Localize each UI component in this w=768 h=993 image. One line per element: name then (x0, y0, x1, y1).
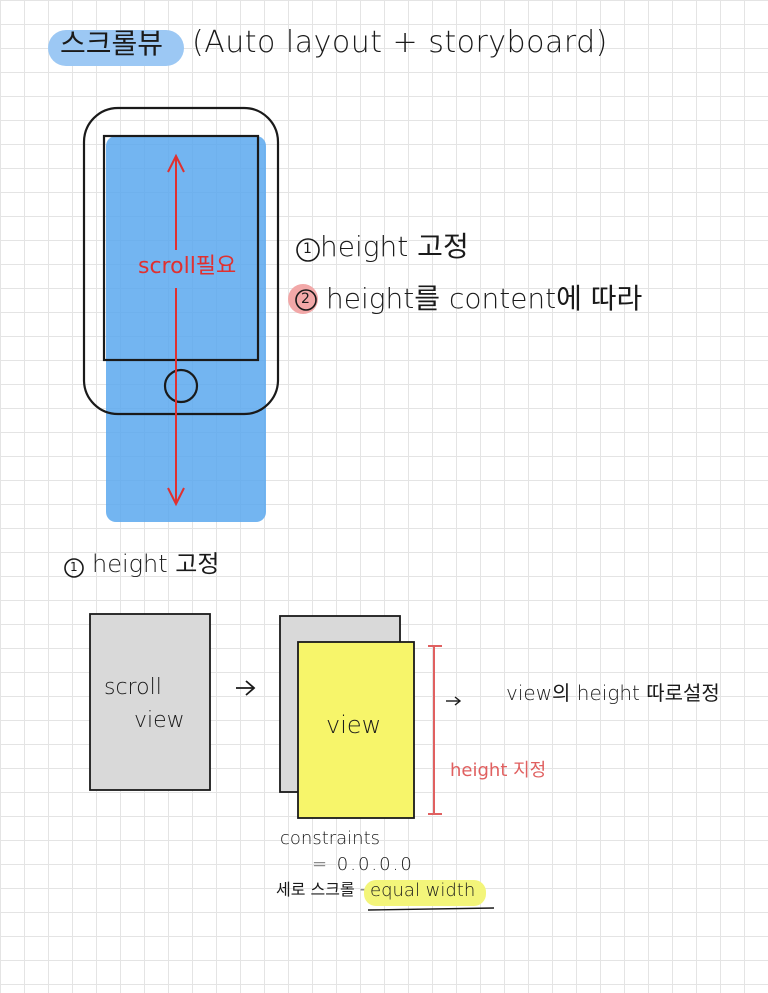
scroll-needed-label: scroll필요 (138, 254, 237, 279)
scroll-arrow (167, 153, 185, 507)
arrow-right-2 (446, 696, 462, 706)
scroll-view-box (89, 613, 211, 791)
phone-screen (102, 134, 260, 362)
arrow-right-1 (236, 680, 256, 696)
vertical-scroll-note: 세로 스크롤 → (276, 880, 374, 899)
scroll-view-label-line1: scroll (104, 675, 162, 700)
view-box (297, 641, 415, 819)
option-1-circle (296, 238, 320, 262)
equal-width-underline (367, 907, 495, 911)
height-bracket (428, 645, 442, 815)
view-height-setting-note: view의 height 따로설정 (506, 681, 720, 705)
content-area (106, 136, 266, 522)
option-2-circle (295, 289, 317, 311)
option-1-number: 1 (303, 241, 312, 257)
constraints-values: = 0.0.0.0 (312, 854, 414, 875)
section-number: 1 (70, 560, 78, 574)
view-label: view (326, 711, 382, 739)
page-title-korean: 스크롤뷰 (60, 27, 164, 60)
constraints-label: constraints (280, 828, 381, 849)
option-1-label: height 고정 (320, 230, 469, 263)
height-specify-label: height 지정 (450, 760, 547, 781)
section-heading: height 고정 (92, 550, 220, 578)
option-2-label: height를 content에 따라 (326, 282, 643, 315)
home-button (163, 368, 199, 404)
page-title-subtitle: (Auto layout + storyboard) (192, 25, 608, 60)
equal-width-highlight (364, 880, 486, 906)
title-highlight (48, 30, 184, 66)
equal-width-label: equal width (370, 880, 476, 901)
section-circle (64, 558, 84, 578)
option-2-number: 2 (301, 291, 310, 307)
phone-body (82, 106, 280, 416)
scroll-view-label-line2: view (134, 708, 185, 733)
